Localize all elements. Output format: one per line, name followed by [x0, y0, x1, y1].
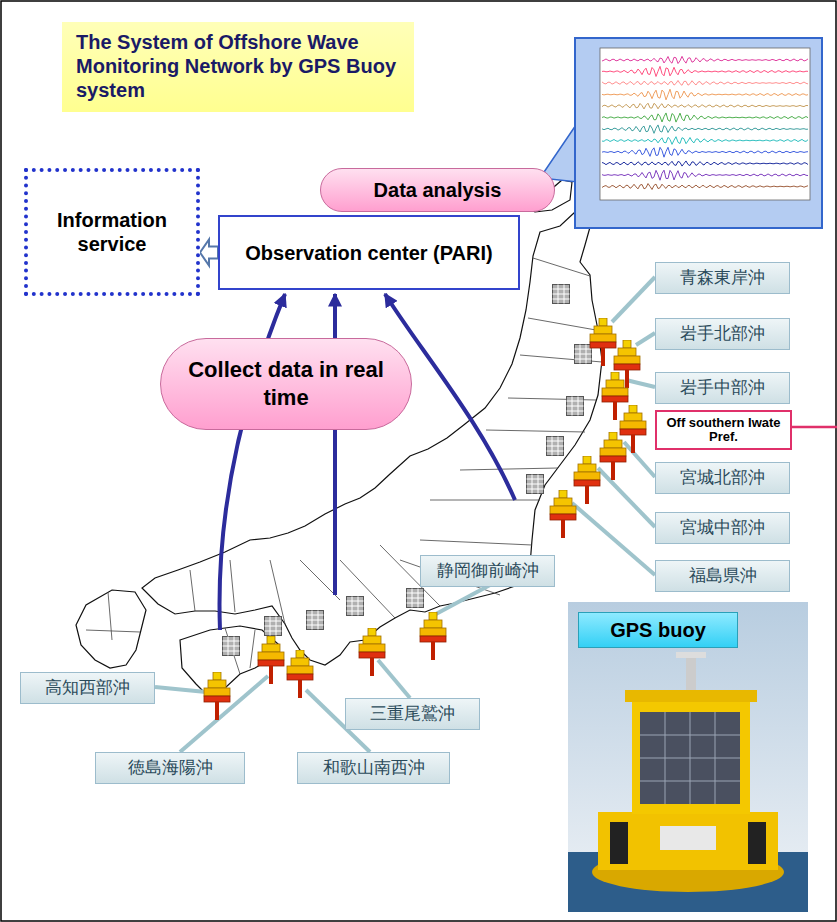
land-station: [347, 597, 364, 616]
leader-line: [624, 442, 655, 477]
leader-line: [598, 468, 655, 527]
wave-trace: [602, 89, 808, 100]
chart-plot: [600, 48, 810, 200]
station-label: 福島県沖: [655, 560, 790, 592]
node-text: Information service: [34, 208, 190, 256]
photo-buoy-tower: [632, 702, 750, 814]
node-text: 和歌山南西沖: [323, 758, 425, 778]
title-box: The System of Offshore Wave Monitoring N…: [62, 22, 414, 112]
node-text: 三重尾鷲沖: [370, 704, 455, 724]
highlight-label: Off southern Iwate Pref.: [655, 410, 792, 450]
station-label: 静岡御前崎沖: [420, 555, 555, 587]
buoy-symbol: [287, 650, 313, 698]
buoy-symbol: [590, 318, 616, 366]
land-station: [407, 589, 424, 608]
wave-trace: [602, 125, 808, 133]
prefecture-borders: [86, 258, 602, 674]
land-station: [567, 397, 584, 416]
wave-trace: [602, 56, 808, 63]
buoy-symbol: [600, 432, 626, 480]
node-text: 高知西部沖: [45, 678, 130, 698]
wave-trace: [602, 113, 808, 122]
wave-trace: [602, 161, 808, 166]
wave-trace: [602, 103, 808, 109]
node-text: 宮城北部沖: [680, 468, 765, 488]
land-station: [547, 437, 564, 456]
photo-panel-grid: [640, 712, 740, 804]
wave-trace: [602, 170, 808, 180]
process-pill: Collect data in real time: [160, 338, 412, 430]
wave-trace: [602, 147, 808, 157]
node-text: 宮城中部沖: [680, 518, 765, 538]
buoy-symbol: [359, 628, 385, 676]
diagram-title: The System of Offshore Wave Monitoring N…: [76, 30, 400, 102]
land-station: [223, 637, 240, 656]
photo-antenna: [676, 652, 706, 658]
leader-line: [436, 585, 490, 614]
station-label: 三重尾鷲沖: [345, 698, 480, 730]
map-honshu: [142, 212, 602, 665]
leader-line: [572, 503, 655, 575]
buoy-symbol: [204, 672, 230, 720]
node-text: 福島県沖: [689, 566, 757, 586]
highlight-line: [790, 426, 837, 429]
node-text: GPS buoy: [610, 618, 706, 642]
buoy-symbol: [550, 490, 576, 538]
photo-fender: [748, 822, 766, 864]
land-station: [553, 285, 570, 304]
leader-line: [155, 687, 206, 692]
station-label: 青森東岸沖: [655, 262, 790, 294]
station-label: 高知西部沖: [20, 672, 155, 704]
node-text: 青森東岸沖: [680, 268, 765, 288]
station-label: 宮城北部沖: [655, 462, 790, 494]
node-text: 岩手北部沖: [680, 324, 765, 344]
leader-line: [378, 660, 410, 698]
wave-records: [602, 56, 808, 189]
node-text: 徳島海陽沖: [128, 758, 213, 778]
node-text: 岩手中部沖: [680, 378, 765, 398]
photo-buoy-hull: [598, 812, 778, 870]
photo-label: GPS buoy: [578, 612, 738, 648]
station-label: 宮城中部沖: [655, 512, 790, 544]
wave-trace: [602, 137, 808, 145]
leader-line: [636, 333, 655, 345]
node-text: Collect data in real time: [185, 356, 387, 412]
photo-solar-panel: [640, 712, 740, 804]
node-text: Observation center (PARI): [245, 241, 492, 265]
node-text: Off southern Iwate Pref.: [661, 416, 786, 444]
block-arrow: [200, 240, 218, 266]
photo-platform: [625, 690, 757, 702]
buoy-symbol: [420, 612, 446, 660]
buoy-symbol: [620, 405, 646, 453]
station-label: 和歌山南西沖: [297, 752, 450, 784]
land-station: [307, 611, 324, 630]
wave-trace: [602, 66, 808, 76]
photo-plate: [660, 826, 716, 850]
service-box: Information service: [24, 168, 200, 296]
leader-line: [626, 380, 655, 387]
chart-frame: [575, 38, 822, 228]
buoy-symbol: [258, 636, 284, 684]
station-label: 岩手北部沖: [655, 318, 790, 350]
wave-trace: [602, 184, 808, 190]
process-pill: Data analysis: [320, 168, 555, 212]
station-label: 徳島海陽沖: [95, 752, 245, 784]
node-text: Data analysis: [374, 178, 502, 202]
land-station: [527, 475, 544, 494]
photo-fender: [610, 822, 628, 864]
node-text: 静岡御前崎沖: [437, 561, 539, 581]
buoy-symbol: [574, 456, 600, 504]
land-station: [575, 345, 592, 364]
station-label: 岩手中部沖: [655, 372, 790, 404]
photo-sky: [568, 602, 808, 912]
center-box: Observation center (PARI): [218, 215, 520, 290]
wave-trace: [602, 80, 808, 85]
land-station: [265, 617, 282, 636]
photo-mast: [686, 656, 696, 690]
leader-line: [612, 277, 655, 322]
